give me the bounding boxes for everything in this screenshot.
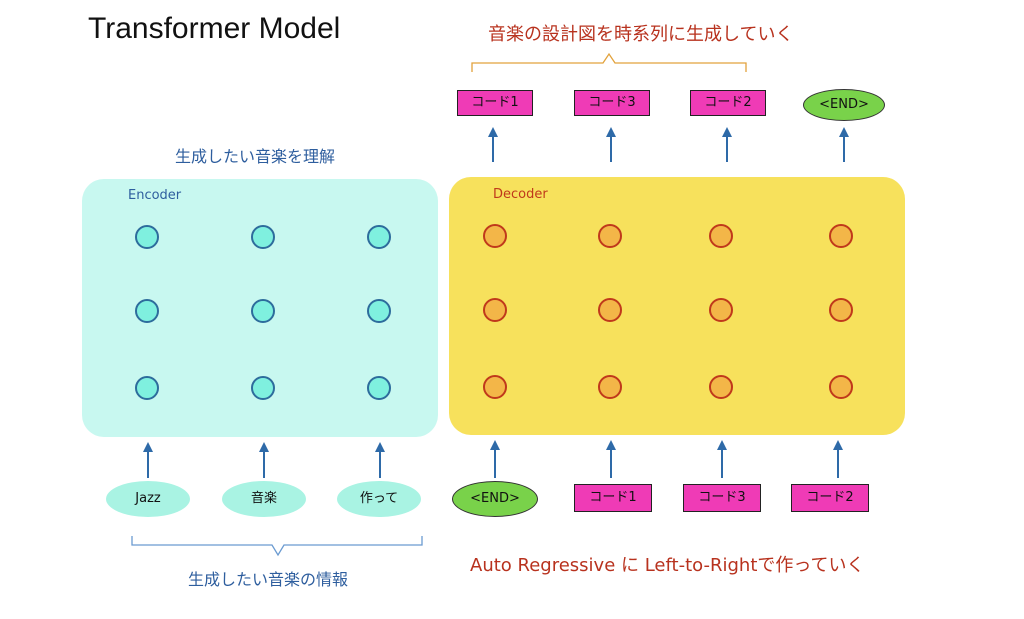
encoder-label: Encoder <box>128 188 182 203</box>
decoder-caption: Auto Regressive に Left-to-Rightで作っていく <box>470 555 865 576</box>
encoder-node <box>135 299 159 323</box>
encoder-input-token: Jazz <box>106 481 190 517</box>
input-end-token: <END> <box>452 481 538 517</box>
bottom-bracket <box>131 536 423 557</box>
decoder-node <box>829 298 853 322</box>
encoder-input-token: 音楽 <box>222 481 306 517</box>
encoder-node <box>251 225 275 249</box>
decoder-node <box>709 375 733 399</box>
decoder-label: Decoder <box>493 187 548 202</box>
encoder-caption: 生成したい音楽を理解 <box>175 147 336 166</box>
encoder-input-token: 作って <box>337 481 421 517</box>
top-caption: 音楽の設計図を時系列に生成していく <box>488 24 794 45</box>
decoder-node <box>829 224 853 248</box>
top-bracket <box>471 52 747 72</box>
output-end-token: <END> <box>803 89 885 121</box>
decoder-node <box>483 375 507 399</box>
encoder-node <box>135 376 159 400</box>
output-chord-box: コード2 <box>690 90 766 116</box>
output-chord-box: コード3 <box>574 90 650 116</box>
encoder-node <box>251 376 275 400</box>
diagram-title: Transformer Model <box>88 12 341 45</box>
encoder-node <box>367 299 391 323</box>
decoder-node <box>483 224 507 248</box>
encoder-node <box>367 376 391 400</box>
bottom-caption: 生成したい音楽の情報 <box>188 570 349 589</box>
decoder-node <box>598 224 622 248</box>
decoder-node <box>598 298 622 322</box>
decoder-node <box>829 375 853 399</box>
decoder-node <box>483 298 507 322</box>
encoder-node <box>135 225 159 249</box>
decoder-node <box>709 298 733 322</box>
encoder-node <box>367 225 391 249</box>
input-chord-box: コード2 <box>791 484 869 512</box>
input-chord-box: コード1 <box>574 484 652 512</box>
output-chord-box: コード1 <box>457 90 533 116</box>
input-chord-box: コード3 <box>683 484 761 512</box>
encoder-node <box>251 299 275 323</box>
decoder-node <box>598 375 622 399</box>
decoder-node <box>709 224 733 248</box>
